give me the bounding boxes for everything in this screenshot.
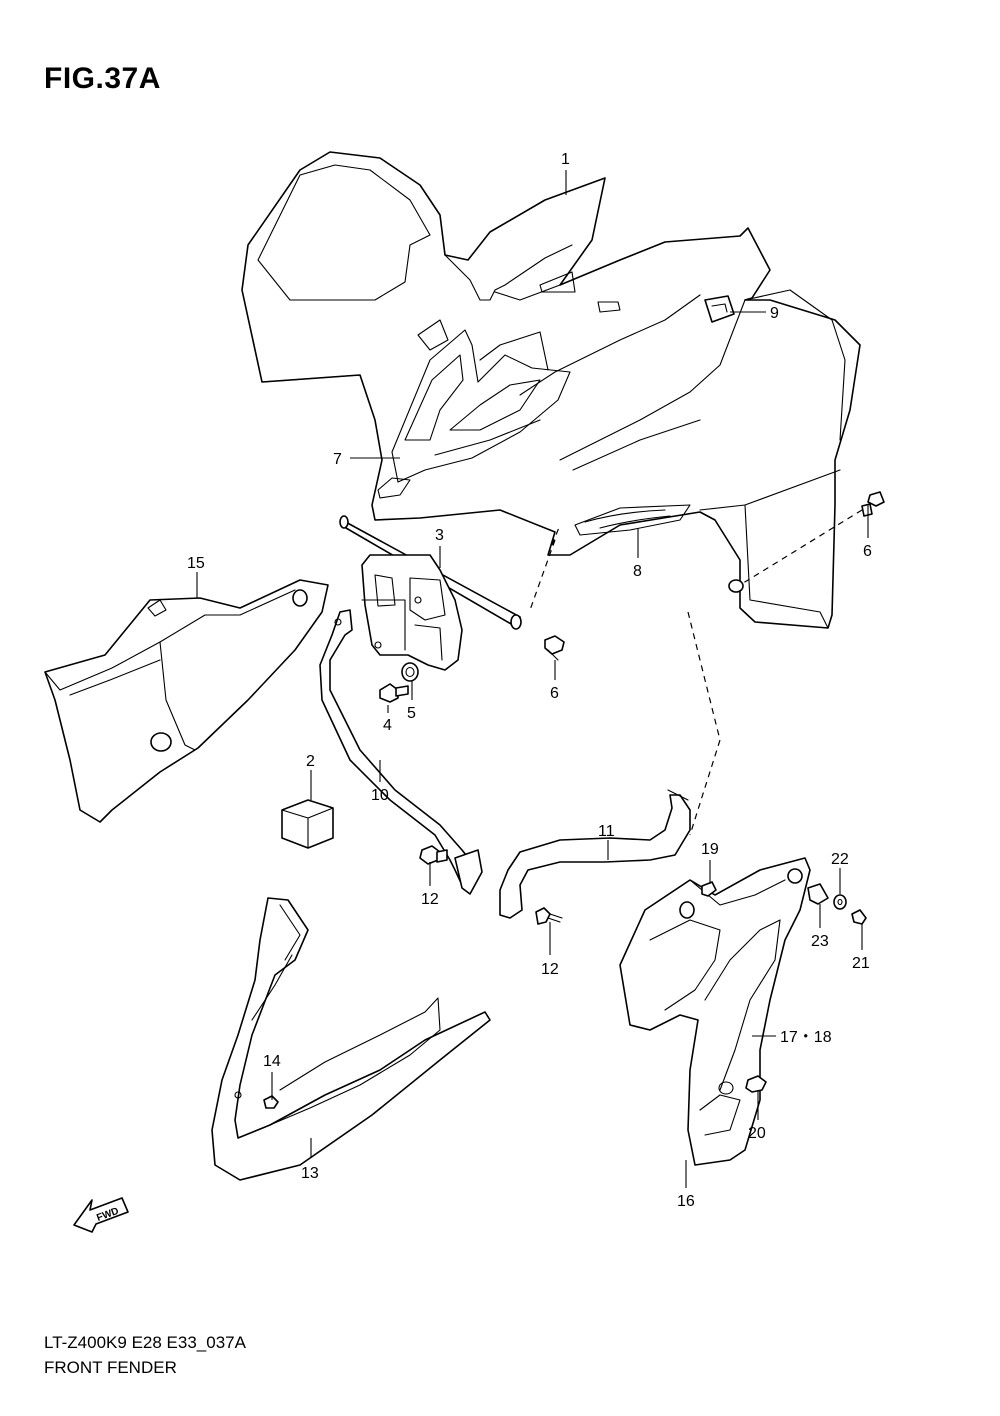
callout-21: 21 [852,955,870,972]
callout-12-right: 12 [541,961,559,978]
fender-emblem [704,295,735,323]
guide-line-fender [529,524,561,611]
fender-mount-hole [728,579,744,593]
callout-6-center: 6 [550,685,559,702]
callout-4: 4 [383,717,392,734]
callout-1: 1 [561,151,570,168]
callout-5: 5 [407,705,416,722]
washer-22 [833,894,847,910]
callout-20: 20 [748,1125,766,1142]
callout-9: 9 [770,305,779,322]
callout-leader-lines [196,170,869,1188]
bolt-6-right [861,491,885,517]
callout-23: 23 [811,933,829,950]
callout-19: 19 [701,841,719,858]
callout-15: 15 [187,555,205,572]
figure-title: FIG.37A [44,62,161,95]
bolt-6-center [544,635,565,661]
right-side-panel [619,857,811,1166]
callout-3: 3 [435,527,444,544]
screw-21 [851,909,867,925]
forward-direction-arrow: FWD [73,1197,129,1233]
collar-23 [807,883,829,905]
model-code-label: LT-Z400K9 E28 E33_037A [44,1333,246,1352]
callout-12-left: 12 [421,891,439,908]
bolt-12-left [419,845,448,865]
left-side-panel [44,579,329,823]
small-block-part [281,799,334,849]
callout-22: 22 [831,851,849,868]
screw-14 [263,1095,279,1109]
bolt-4 [379,683,409,703]
callout-16: 16 [677,1193,695,1210]
grommet-5 [401,662,419,682]
fender-brace-11 [499,789,691,919]
callout-6-right: 6 [863,543,872,560]
callout-10: 10 [371,787,389,804]
callout-13: 13 [301,1165,319,1182]
callout-11: 11 [598,823,615,840]
lower-fender-skirt [211,897,491,1181]
section-name-label: FRONT FENDER [44,1358,177,1377]
callout-17-18: 17・18 [780,1029,832,1046]
guide-line-brace-11 [687,611,721,836]
front-fender-body [241,151,861,629]
callout-2: 2 [306,753,315,770]
callout-7: 7 [333,451,342,468]
fender-decal-left [377,319,571,499]
bolt-12-right [535,907,563,925]
callout-8: 8 [633,563,642,580]
fender-bracket [361,554,463,671]
bolt-6-guide-line [739,509,863,586]
callout-14: 14 [263,1053,281,1070]
fender-brace-10 [319,609,483,895]
bolt-20 [745,1075,767,1093]
callout-numbers: 1 2 3 4 5 6 6 7 8 9 10 11 12 12 13 14 15… [187,151,872,1210]
